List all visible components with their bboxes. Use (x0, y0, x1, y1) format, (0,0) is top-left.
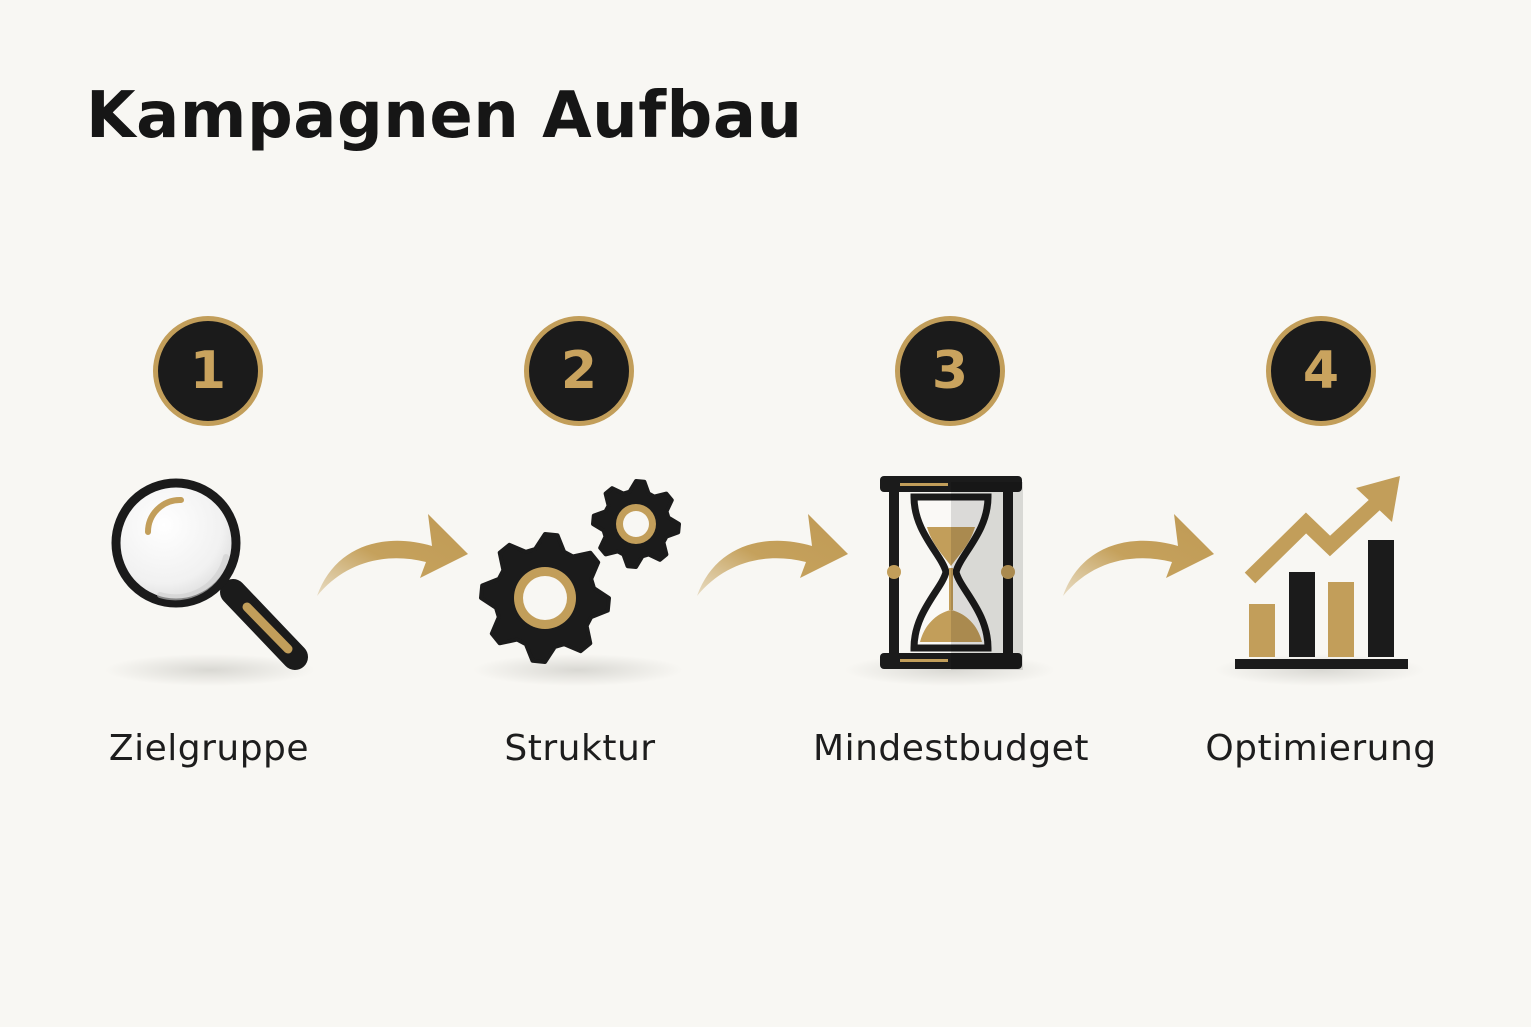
shadow-2 (473, 654, 683, 686)
arrow-2-to-3 (697, 514, 848, 596)
step-badge-4: 4 (1266, 316, 1376, 426)
step-label-1: Zielgruppe (108, 728, 310, 769)
step-label-3: Mindestbudget (813, 728, 1089, 769)
growth-chart-icon (1235, 476, 1408, 669)
step-badge-1: 1 (153, 316, 263, 426)
step-label-2: Struktur (504, 728, 656, 769)
step-badge-3: 3 (895, 316, 1005, 426)
small-gear-icon (591, 479, 681, 569)
arrow-3-to-4 (1063, 514, 1214, 596)
magnifier-icon (111, 478, 308, 670)
page-title: Kampagnen Aufbau (86, 79, 803, 153)
large-gear-icon (479, 532, 611, 664)
shadow-1 (105, 654, 315, 686)
step-badge-2: 2 (524, 316, 634, 426)
gears-icon (479, 479, 681, 664)
step-label-4: Optimierung (1205, 728, 1437, 769)
arrow-1-to-2 (317, 514, 468, 596)
shadow-4 (1215, 654, 1425, 686)
hourglass-icon (880, 476, 1023, 670)
